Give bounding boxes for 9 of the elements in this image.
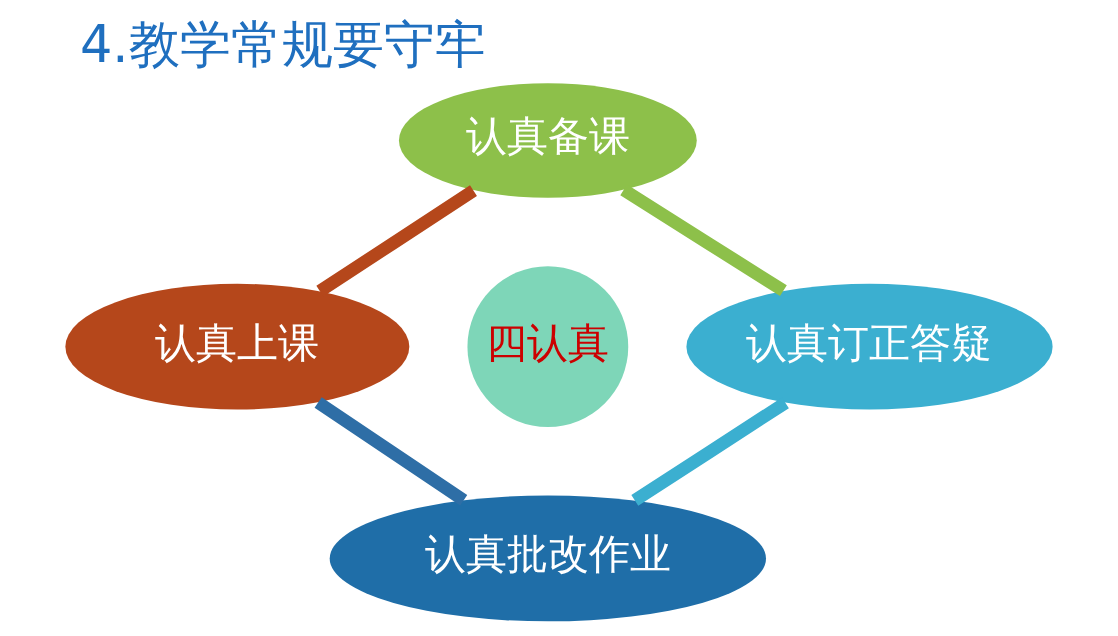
node-circle: 四认真: [467, 266, 629, 428]
connector: [620, 184, 787, 297]
node-ellipse: 认真上课: [65, 283, 410, 410]
diagram-title: 4.教学常规要守牢: [79, 14, 486, 74]
connector: [316, 185, 477, 297]
node-ellipse: 认真批改作业: [329, 495, 766, 622]
node-ellipse: 认真订正答疑: [686, 283, 1053, 410]
node-ellipse: 认真备课: [398, 83, 697, 198]
connector: [314, 397, 468, 506]
